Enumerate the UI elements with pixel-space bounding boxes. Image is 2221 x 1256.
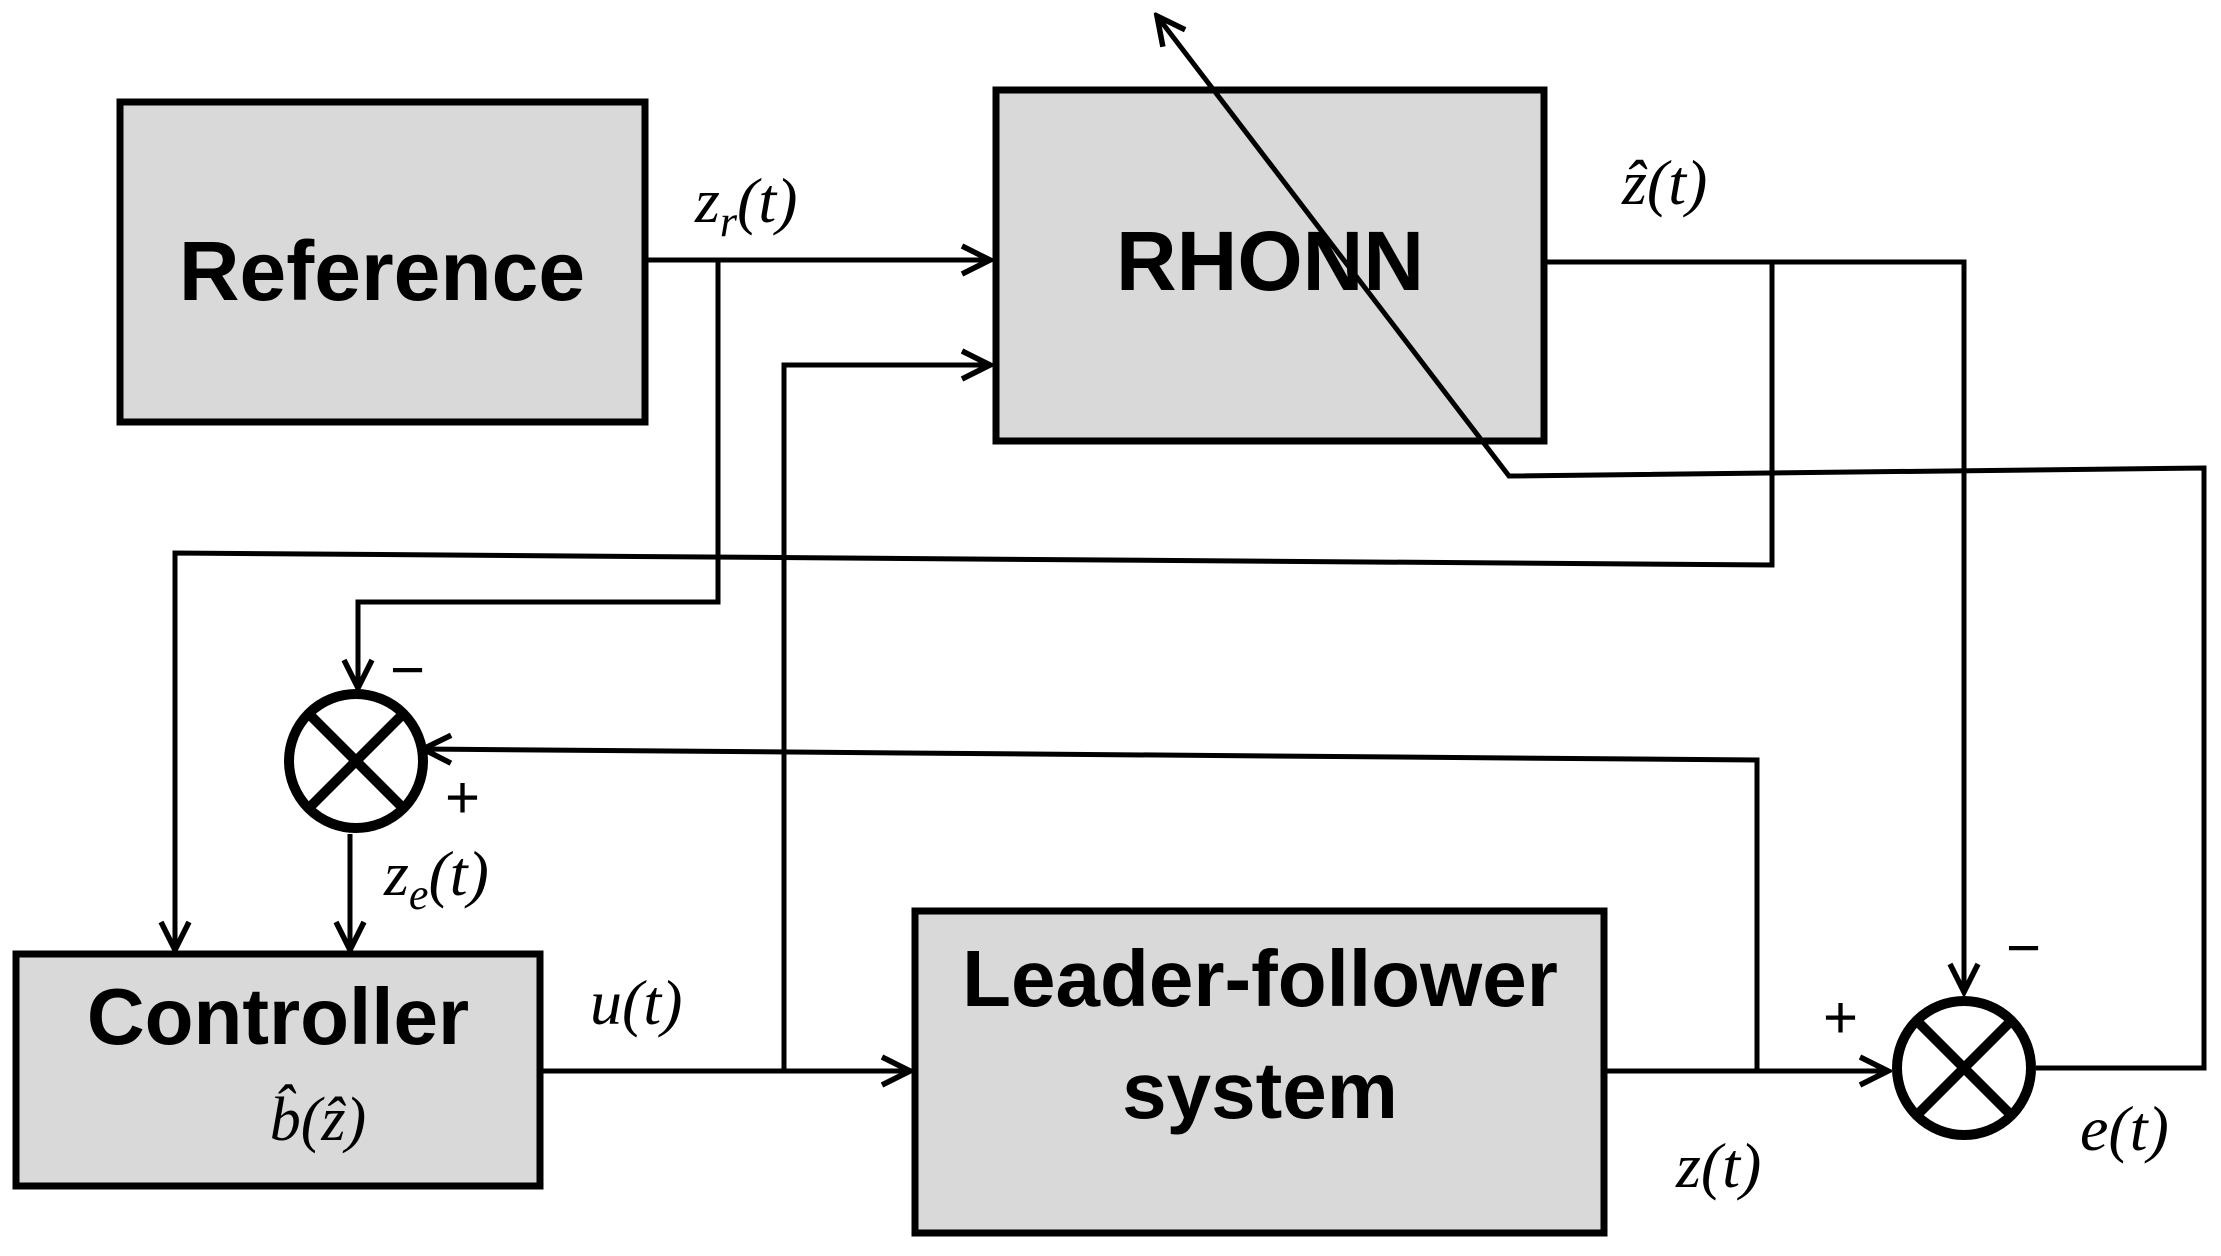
reference-label: Reference bbox=[179, 224, 585, 318]
summing-junction-2 bbox=[1892, 996, 2036, 1140]
reference-block: Reference bbox=[116, 98, 649, 426]
signal-z-label: z(t) bbox=[1675, 1130, 1761, 1201]
wire-zhat-to-controller bbox=[175, 262, 1775, 950]
wire-zr-to-sj1 bbox=[358, 260, 721, 688]
signal-zr-label: zr(t) bbox=[694, 165, 797, 246]
wire-zhat-to-sj2 bbox=[1544, 259, 1964, 992]
sj2-minus-sign: − bbox=[2006, 914, 2041, 981]
plant-label-line1: Leader-follower bbox=[962, 934, 1558, 1023]
wire-e-adaptation bbox=[1157, 16, 2207, 1071]
rhonn-block: RHONN bbox=[992, 86, 1548, 445]
signal-ze-label: ze(t) bbox=[383, 838, 489, 919]
controller-block: Controller b̂(ẑ) bbox=[12, 950, 544, 1190]
sj1-minus-sign: − bbox=[390, 636, 425, 703]
sj1-plus-sign: + bbox=[445, 764, 480, 831]
sj2-plus-sign: + bbox=[1823, 984, 1858, 1051]
signal-zhat-label: ẑ(t) bbox=[1621, 147, 1707, 218]
signal-wires bbox=[175, 16, 2207, 1071]
controller-function-label: b̂(ẑ) bbox=[270, 1085, 366, 1154]
leader-follower-block: Leader-follower system bbox=[911, 907, 1608, 1237]
wire-u-to-rhonn bbox=[781, 365, 990, 1071]
rhonn-label: RHONN bbox=[1116, 214, 1424, 308]
wire-z-to-sj1 bbox=[423, 749, 1760, 1071]
signal-u-label: u(t) bbox=[590, 967, 682, 1038]
summing-junction-1 bbox=[284, 689, 428, 833]
signal-e-label: e(t) bbox=[2080, 1093, 2169, 1164]
controller-label: Controller bbox=[87, 972, 469, 1061]
plant-label-line2: system bbox=[1122, 1046, 1398, 1135]
